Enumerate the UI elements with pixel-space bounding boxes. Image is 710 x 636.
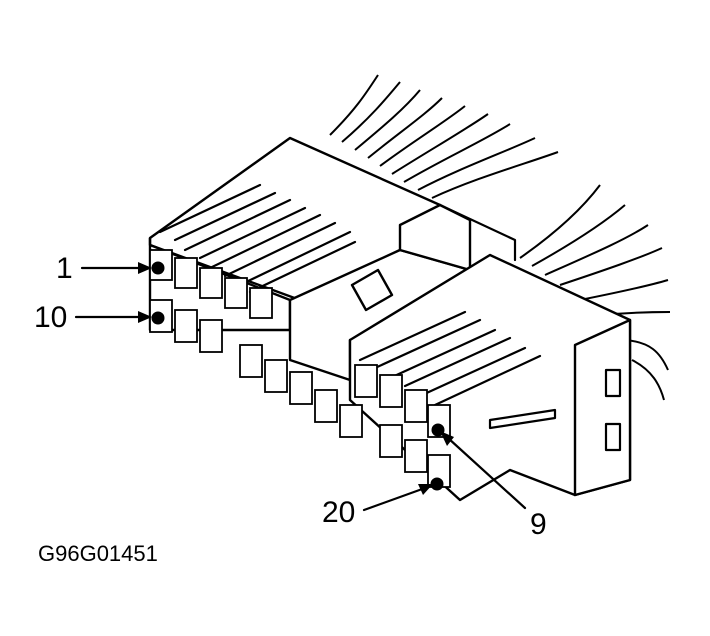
terminal-cavities-row-middle [149,299,363,438]
figure-code: G96G01451 [38,541,158,566]
callout-label-1: 1 [56,252,73,285]
housing-ribs-upper [158,183,357,294]
callout-label-20: 20 [322,496,355,529]
terminal-cavities-row-right [354,364,451,488]
latch-block [288,203,517,382]
pin-contacts [151,261,445,491]
wire-harness [329,74,671,401]
connector-housing-right [348,253,632,502]
callout-label-9: 9 [530,508,547,541]
pin-10-contact [151,311,165,325]
callout-label-10: 10 [34,301,67,334]
callout-leaders [74,262,527,512]
pin-1-contact [151,261,165,275]
housing-ribs-right [358,310,542,407]
